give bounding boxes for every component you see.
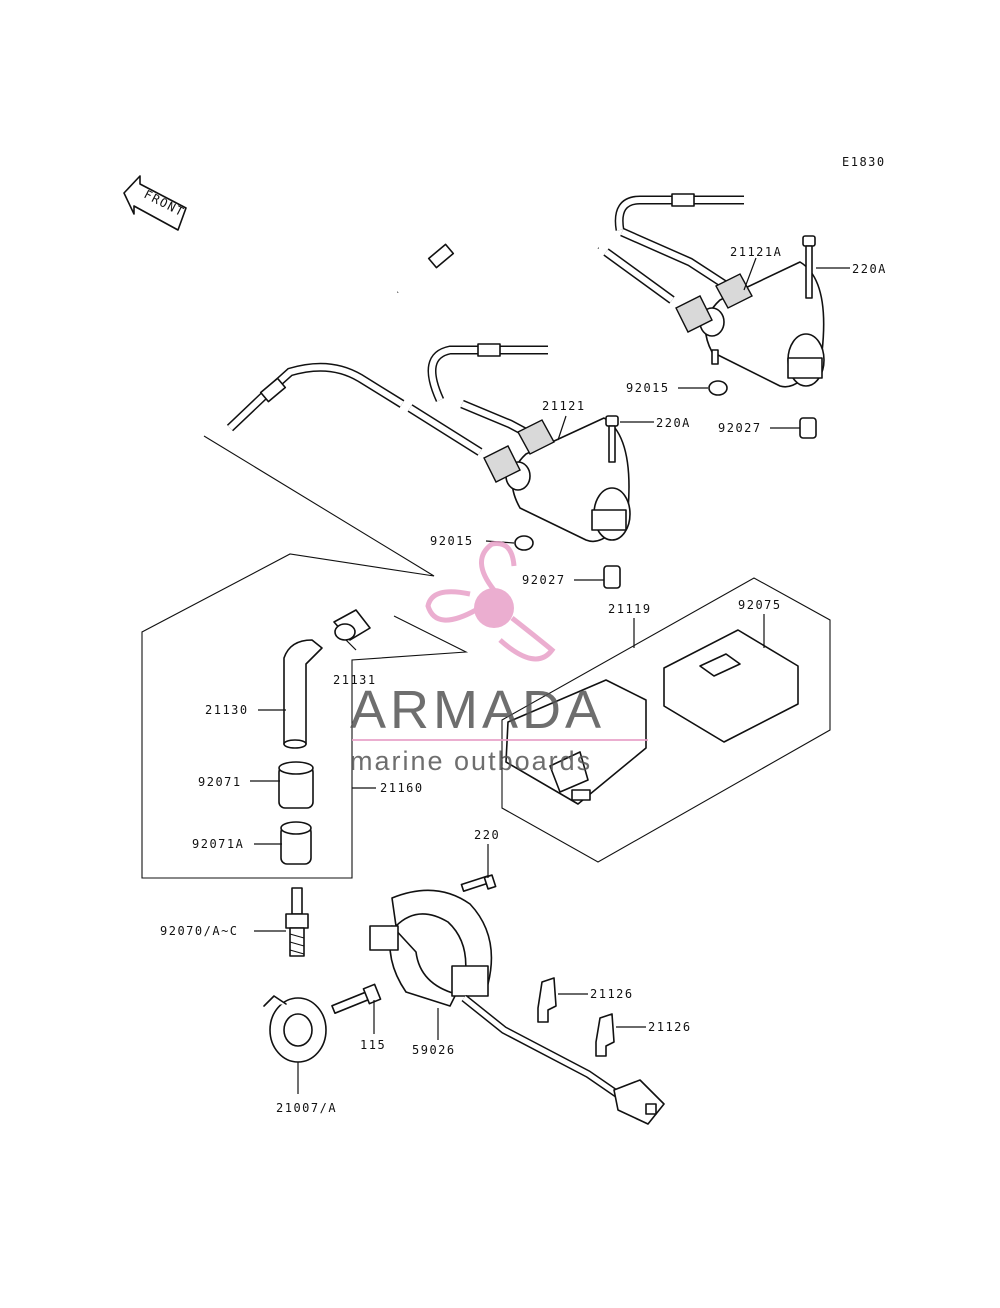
label-59026: 59026 [412,1043,456,1057]
label-21126-a: 21126 [590,987,634,1001]
screw-220 [460,874,497,892]
nut-92015-middle [514,535,534,551]
label-220A-top: 220A [852,262,887,276]
label-92027-middle: 92027 [522,573,566,587]
clamp-21126-b [595,1013,615,1057]
ecu-21119 [505,679,647,805]
plug-cap-21130 [283,639,323,749]
ecu-bracket [501,577,831,863]
seal-92071 [278,761,314,809]
label-21160: 21160 [380,781,424,795]
cap-21131 [333,609,371,641]
ignition-coil-middle [226,343,631,543]
label-92070: 92070/A~C [160,924,239,938]
clamp-21126-a [537,977,557,1023]
label-92027-top: 92027 [718,421,762,435]
nut-92015-top [708,380,728,396]
part-labels: 21121A 220A 92015 92027 21121 220A 92015… [160,245,887,1115]
bolt-220a-top [802,235,816,299]
diagram-code: E1830 [842,155,886,169]
spark-plug-92070 [285,887,309,957]
bolt-115 [331,983,382,1015]
collar-92027-top [799,417,817,439]
armada-watermark: ARMADA marine outboards [350,540,648,776]
watermark-tagline: marine outboards [350,746,592,776]
label-21007: 21007/A [276,1101,337,1115]
bolt-220a-middle [605,415,619,463]
label-21121: 21121 [542,399,586,413]
label-92071A: 92071A [192,837,244,851]
label-115: 115 [360,1038,386,1052]
ignition-coil-upper [396,193,825,388]
collar-92027-middle [603,565,621,589]
label-21126-b: 21126 [648,1020,692,1034]
front-arrow-icon: FRONT [123,175,187,231]
plug-cap-bracket [141,435,469,879]
seal-92071a [280,821,312,865]
label-21119: 21119 [608,602,652,616]
label-92075: 92075 [738,598,782,612]
label-220: 220 [474,828,500,842]
cover-92075 [663,629,799,743]
propeller-logo-icon [425,540,556,662]
label-21130: 21130 [205,703,249,717]
watermark-brand: ARMADA [350,680,605,740]
label-92015-top: 92015 [626,381,670,395]
stator-59026 [369,889,665,1125]
label-92071: 92071 [198,775,242,789]
label-92015-middle: 92015 [430,534,474,548]
label-21131: 21131 [333,673,377,687]
rotor-21007 [263,995,327,1063]
label-220A-middle: 220A [656,416,691,430]
label-21121A: 21121A [730,245,782,259]
